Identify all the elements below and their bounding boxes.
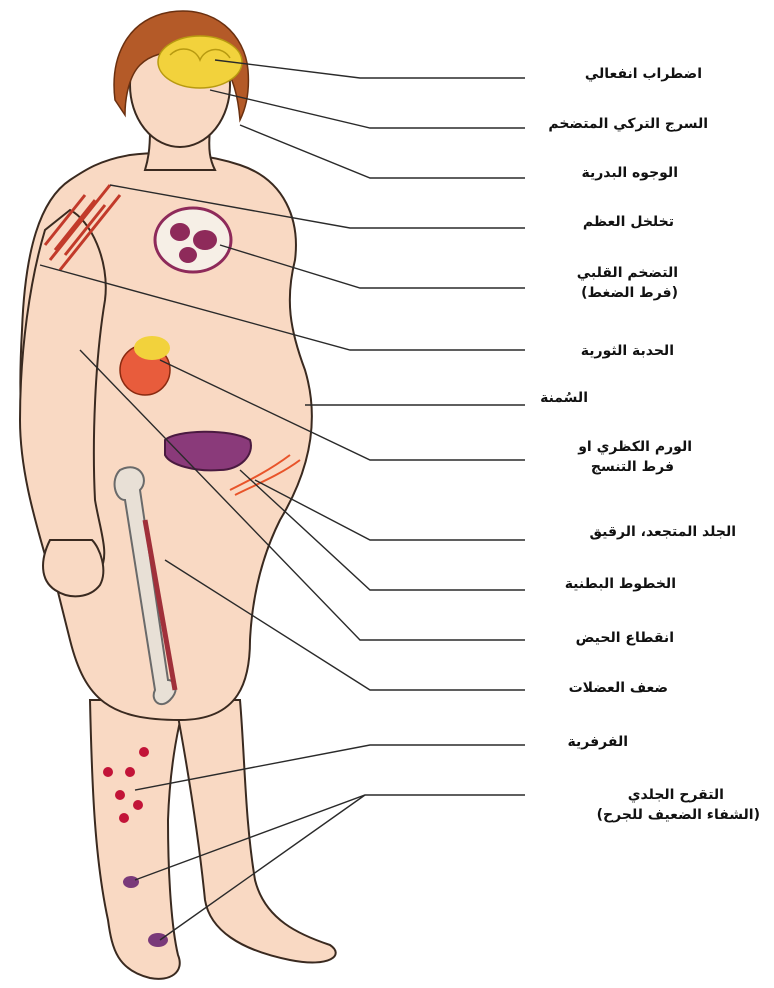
label-buffalo-hump: السرج التركي المتضخم bbox=[548, 114, 708, 134]
label-skin-ulcer-line2: (الشفاء الضعيف للجرح) bbox=[597, 805, 760, 825]
label-adrenal-tumor: الورم الكظري او فرط التنسج bbox=[578, 437, 692, 477]
body-silhouette bbox=[20, 23, 336, 979]
label-emotional-disturbance: اضطراب انفعالي bbox=[585, 64, 702, 84]
label-adrenal-tumor-line2: فرط التنسج bbox=[578, 457, 674, 477]
label-obesity: السُمنة bbox=[540, 388, 588, 408]
label-skin-ulcer-line1: التقرح الجلدي bbox=[597, 785, 724, 805]
label-striae: الخطوط البطنية bbox=[565, 574, 676, 594]
label-muscle-weakness: ضعف العضلات bbox=[569, 678, 668, 698]
label-amenorrhea: انقطاع الحيض bbox=[576, 628, 674, 648]
label-moon-face: الوجوه البدرية bbox=[581, 163, 678, 183]
label-thin-skin: الجلد المتجعد، الرقيق bbox=[589, 522, 736, 542]
label-purpura: الفرفرية bbox=[568, 732, 628, 752]
label-cardiac-hypertrophy-line2: (فرط الضغط) bbox=[577, 283, 678, 303]
label-thymic-hump: الحدبة الثورية bbox=[581, 341, 674, 361]
label-skin-ulcer: التقرح الجلدي (الشفاء الضعيف للجرح) bbox=[597, 785, 760, 825]
label-osteoporosis: تخلخل العظم bbox=[583, 212, 674, 232]
label-cardiac-hypertrophy-line1: التضخم القلبي bbox=[577, 263, 678, 283]
label-cardiac-hypertrophy: التضخم القلبي (فرط الضغط) bbox=[577, 263, 678, 303]
label-adrenal-tumor-line1: الورم الكظري او bbox=[578, 437, 692, 457]
heart-icon bbox=[155, 208, 231, 272]
